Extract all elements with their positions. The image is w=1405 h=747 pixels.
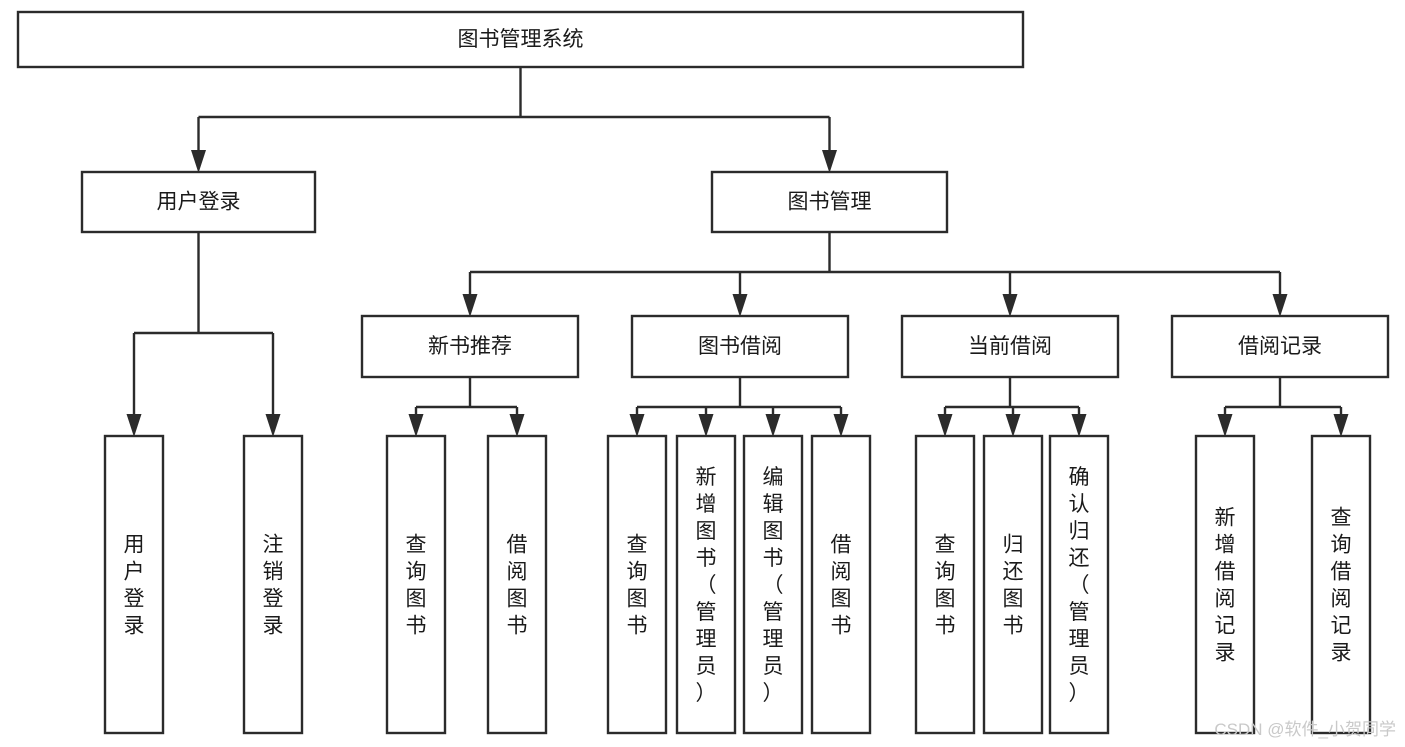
arrow-head-icon — [833, 414, 849, 437]
node-leaf-edit-book[interactable]: 编辑图书（管理员） — [742, 434, 804, 735]
node-label-new-book-rec: 新书推荐 — [428, 335, 512, 358]
node-leaf-query-record[interactable]: 查询借阅记录 — [1310, 434, 1372, 735]
arrow-head-icon — [1333, 414, 1349, 437]
arrow-head-icon — [126, 414, 142, 437]
node-root[interactable]: 图书管理系统 — [16, 10, 1025, 69]
node-label-leaf-borrow-book-rec: 借阅图书 — [507, 534, 528, 638]
connector-group-new-book-rec — [408, 377, 525, 437]
node-book-borrow[interactable]: 图书借阅 — [630, 314, 850, 379]
arrow-head-icon — [191, 150, 206, 173]
node-label-book-manage: 图书管理 — [788, 191, 872, 214]
arrow-head-icon — [1217, 414, 1233, 437]
arrow-head-icon — [1272, 294, 1288, 317]
connector-group-book-borrow — [629, 377, 849, 437]
node-leaf-confirm-return[interactable]: 确认归还（管理员） — [1048, 434, 1110, 735]
connector-group-borrow-record — [1217, 377, 1349, 437]
arrow-head-icon — [732, 294, 748, 317]
arrow-head-icon — [822, 150, 837, 173]
node-leaf-return-book[interactable]: 归还图书 — [982, 434, 1044, 735]
node-label-leaf-user-login: 用户登录 — [124, 534, 145, 638]
node-label-leaf-user-logout: 注销登录 — [263, 534, 284, 638]
node-box-leaf-query-book-rec[interactable] — [385, 434, 447, 735]
connector-group-current-borrow — [937, 377, 1087, 437]
node-current-borrow[interactable]: 当前借阅 — [900, 314, 1120, 379]
node-label-leaf-add-book: 新增图书（管理员） — [696, 466, 717, 705]
node-label-leaf-query-book-rec: 查询图书 — [406, 534, 427, 638]
node-user-login[interactable]: 用户登录 — [80, 170, 317, 234]
node-label-leaf-borrow-book: 借阅图书 — [831, 534, 852, 638]
node-leaf-query-book-current[interactable]: 查询图书 — [914, 434, 976, 735]
node-new-book-rec[interactable]: 新书推荐 — [360, 314, 580, 379]
node-box-borrow-record[interactable] — [1170, 314, 1390, 379]
connector-group-root — [191, 67, 837, 173]
arrow-head-icon — [698, 414, 714, 437]
arrow-head-icon — [937, 414, 953, 437]
node-box-book-manage[interactable] — [710, 170, 949, 234]
node-label-leaf-add-record: 新增借阅记录 — [1215, 507, 1236, 665]
node-box-user-login[interactable] — [80, 170, 317, 234]
node-box-leaf-query-record[interactable] — [1310, 434, 1372, 735]
node-leaf-borrow-book-rec[interactable]: 借阅图书 — [486, 434, 548, 735]
node-box-leaf-borrow-book-rec[interactable] — [486, 434, 548, 735]
node-box-leaf-add-book[interactable] — [675, 434, 737, 735]
node-label-leaf-query-book-borrow: 查询图书 — [627, 534, 648, 638]
node-layer: 图书管理系统用户登录图书管理新书推荐图书借阅当前借阅借阅记录用户登录注销登录查询… — [16, 10, 1390, 735]
node-label-leaf-confirm-return: 确认归还（管理员） — [1069, 466, 1090, 705]
node-leaf-user-login[interactable]: 用户登录 — [103, 434, 165, 735]
node-box-leaf-user-login[interactable] — [103, 434, 165, 735]
node-box-leaf-confirm-return[interactable] — [1048, 434, 1110, 735]
node-box-root[interactable] — [16, 10, 1025, 69]
node-label-current-borrow: 当前借阅 — [968, 335, 1052, 358]
node-leaf-query-book-borrow[interactable]: 查询图书 — [606, 434, 668, 735]
node-label-borrow-record: 借阅记录 — [1238, 335, 1322, 358]
node-leaf-user-logout[interactable]: 注销登录 — [242, 434, 304, 735]
arrow-head-icon — [1071, 414, 1087, 437]
node-leaf-add-record[interactable]: 新增借阅记录 — [1194, 434, 1256, 735]
arrow-head-icon — [265, 414, 281, 437]
arrow-head-icon — [1002, 294, 1018, 317]
node-box-book-borrow[interactable] — [630, 314, 850, 379]
arrow-head-icon — [462, 294, 478, 317]
node-label-leaf-return-book: 归还图书 — [1003, 534, 1024, 638]
node-box-new-book-rec[interactable] — [360, 314, 580, 379]
node-leaf-add-book[interactable]: 新增图书（管理员） — [675, 434, 737, 735]
node-box-leaf-user-logout[interactable] — [242, 434, 304, 735]
node-box-leaf-return-book[interactable] — [982, 434, 1044, 735]
connector-layer — [126, 67, 1349, 437]
node-box-leaf-query-book-current[interactable] — [914, 434, 976, 735]
connector-group-book-manage — [462, 232, 1288, 317]
arrow-head-icon — [509, 414, 525, 437]
node-leaf-query-book-rec[interactable]: 查询图书 — [385, 434, 447, 735]
arrow-head-icon — [629, 414, 645, 437]
node-borrow-record[interactable]: 借阅记录 — [1170, 314, 1390, 379]
node-box-leaf-add-record[interactable] — [1194, 434, 1256, 735]
node-label-user-login: 用户登录 — [157, 191, 241, 214]
watermark-label: CSDN @软件_小贺同学 — [1214, 720, 1396, 739]
node-label-leaf-query-record: 查询借阅记录 — [1331, 507, 1352, 665]
node-label-book-borrow: 图书借阅 — [698, 335, 782, 358]
node-box-leaf-borrow-book[interactable] — [810, 434, 872, 735]
node-leaf-borrow-book[interactable]: 借阅图书 — [810, 434, 872, 735]
node-label-leaf-edit-book: 编辑图书（管理员） — [763, 466, 784, 705]
node-label-root: 图书管理系统 — [458, 28, 584, 51]
node-label-leaf-query-book-current: 查询图书 — [935, 534, 956, 638]
node-box-leaf-query-book-borrow[interactable] — [606, 434, 668, 735]
arrow-head-icon — [1005, 414, 1021, 437]
node-box-leaf-edit-book[interactable] — [742, 434, 804, 735]
node-book-manage[interactable]: 图书管理 — [710, 170, 949, 234]
connector-group-user-login — [126, 232, 281, 437]
arrow-head-icon — [408, 414, 424, 437]
arrow-head-icon — [765, 414, 781, 437]
node-box-current-borrow[interactable] — [900, 314, 1120, 379]
